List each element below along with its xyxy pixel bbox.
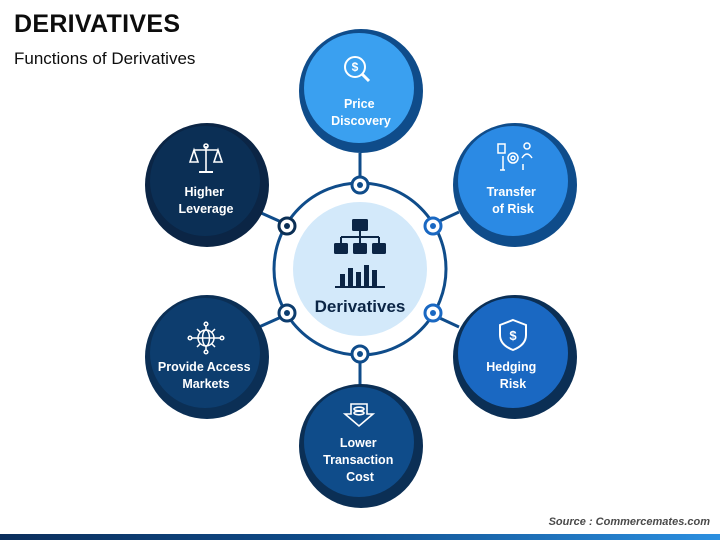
ring-dots [277, 175, 443, 364]
node-higher-leverage: Higher Leverage [145, 123, 269, 247]
transfer-people-icon [497, 142, 533, 171]
center-hub: Derivatives [272, 181, 448, 357]
dollar-shield-icon: $ [499, 318, 527, 352]
bottom-accent-bar [0, 534, 720, 540]
node-label-line: Price [344, 97, 375, 111]
node-price-discovery: $ Price Discovery [299, 29, 423, 153]
node-label-line: Discovery [331, 114, 391, 128]
node-label: Price Discovery [331, 97, 391, 128]
coins-down-icon [342, 403, 376, 428]
source-credit: Source : Commercemates.com [548, 516, 710, 528]
node-disc [458, 126, 568, 236]
node-label: Transfer of Risk [487, 185, 540, 216]
node-label: Provide Access Markets [158, 360, 254, 391]
node-provide-access-markets: Provide Access Markets [145, 295, 269, 419]
svg-text:$: $ [509, 328, 517, 343]
node-disc [150, 126, 260, 236]
node-label-line: Higher [184, 185, 224, 199]
page-subtitle: Functions of Derivatives [14, 49, 196, 68]
node-label-line: Leverage [179, 202, 234, 216]
balance-scale-icon [188, 143, 224, 173]
center-label: Derivatives [315, 297, 406, 316]
node-label: Hedging Risk [486, 360, 539, 391]
svg-text:$: $ [352, 60, 359, 74]
node-label-line: of Risk [492, 202, 534, 216]
node-label-line: Hedging [486, 360, 536, 374]
node-disc [304, 33, 414, 143]
dollar-search-icon: $ [344, 56, 371, 83]
node-lower-transaction-cost: Lower Transaction Cost [299, 384, 423, 508]
node-label-line: Transaction [323, 453, 393, 467]
page-title: DERIVATIVES [14, 10, 181, 38]
node-disc [304, 387, 414, 497]
node-label-line: Provide Access [158, 360, 251, 374]
node-label-line: Risk [500, 377, 526, 391]
node-label-line: Markets [182, 377, 229, 391]
globe-network-icon [187, 321, 225, 355]
hierarchy-chart-icon [334, 219, 386, 288]
node-label: Lower Transaction Cost [323, 436, 397, 484]
node-disc [458, 298, 568, 408]
node-label-line: Lower [340, 436, 377, 450]
node-label-line: Transfer [487, 185, 536, 199]
center-disc [291, 200, 429, 338]
node-label-line: Cost [346, 470, 375, 484]
node-hedging-risk: $ Hedging Risk [453, 295, 577, 419]
node-transfer-of-risk: Transfer of Risk [453, 123, 577, 247]
node-label: Higher Leverage [179, 185, 234, 216]
